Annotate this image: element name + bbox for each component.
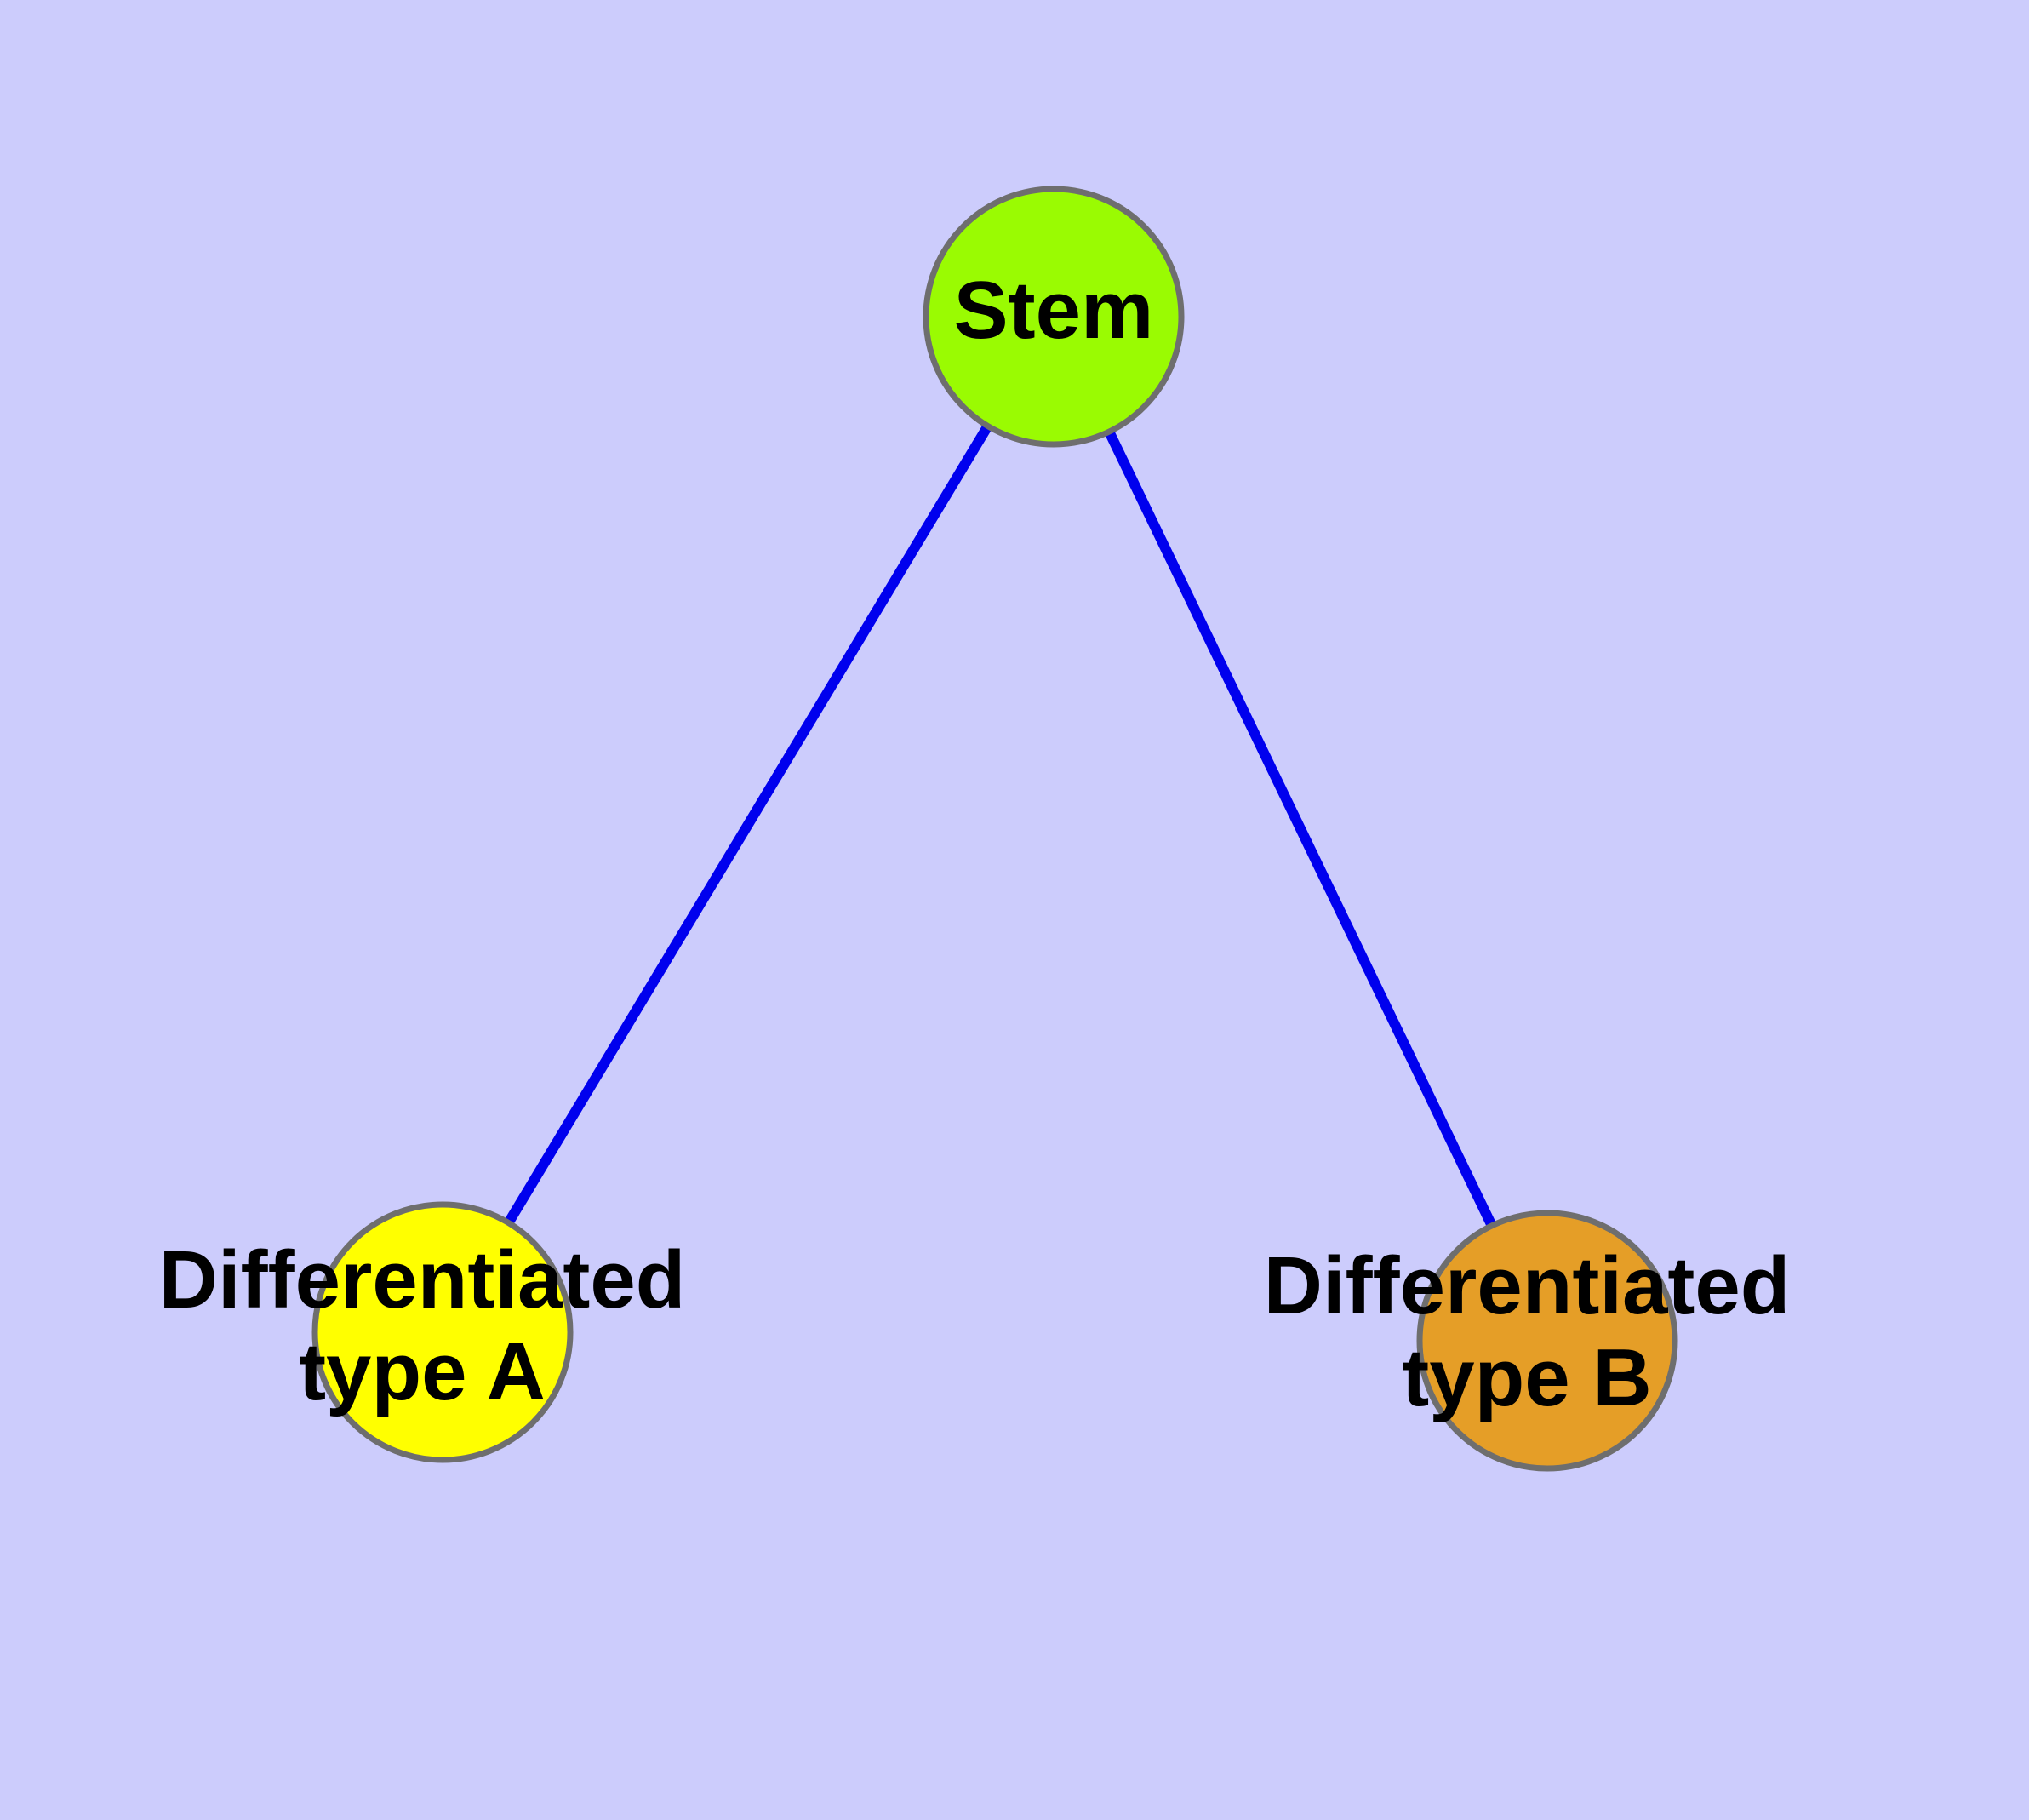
node-label-line: Stem — [954, 265, 1154, 356]
nodes-group — [311, 186, 1678, 1472]
node-label-line: Differentiated — [159, 1235, 686, 1326]
node-diff-b[interactable] — [1416, 1210, 1678, 1472]
node-label-line: type A — [299, 1326, 546, 1417]
edge-stem-to-diff-a[interactable] — [437, 313, 1059, 1336]
node-stem[interactable] — [923, 186, 1185, 448]
node-diff-a[interactable] — [311, 1201, 574, 1463]
node-label-stem: Stem — [954, 265, 1154, 356]
node-label-line: type B — [1402, 1332, 1651, 1423]
edge-stem-to-diff-b[interactable] — [1049, 314, 1552, 1343]
node-label-line: Differentiated — [1264, 1241, 1791, 1332]
edges-group — [437, 313, 1552, 1343]
